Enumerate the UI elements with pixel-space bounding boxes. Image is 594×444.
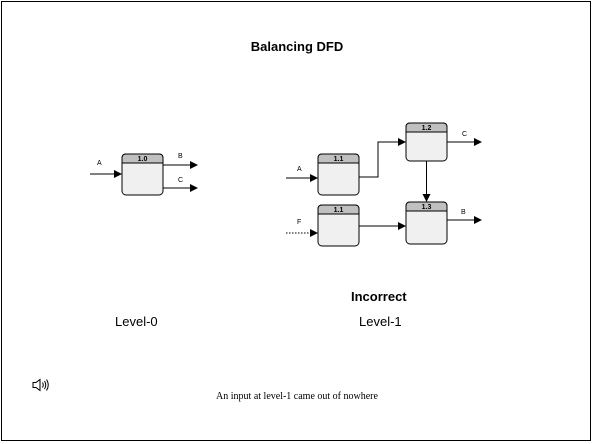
- level1-process-1-1-bottom: 1.1: [317, 204, 360, 247]
- level0-flow-a: A: [90, 160, 122, 178]
- level1-flow-f: F: [286, 219, 318, 237]
- flow-label-f: F: [297, 219, 301, 226]
- flow-label-b: B: [178, 153, 183, 160]
- level0-process-1-0: 1.0: [121, 153, 164, 196]
- level1-caption: Level-1: [359, 314, 402, 329]
- flow-label-c: C: [178, 177, 183, 184]
- level1-process-1-1-top: 1.1: [317, 153, 360, 196]
- level1-process-1-3: 1.3: [405, 201, 448, 245]
- level0-flow-b: B: [163, 153, 198, 169]
- slide-title: Balancing DFD: [250, 39, 344, 54]
- process-id-1-1-top: 1.1: [334, 156, 344, 163]
- level0-flow-c: C: [163, 177, 198, 192]
- level1-flow-c: C: [447, 131, 482, 146]
- flow-label-a: A: [97, 160, 102, 167]
- flow-label-c-level1: C: [462, 131, 467, 138]
- process-id-1-0: 1.0: [138, 156, 148, 163]
- speaker-sound-icon[interactable]: [32, 378, 50, 392]
- process-id-1-1-bottom: 1.1: [334, 207, 344, 214]
- process-id-1-2: 1.2: [422, 125, 432, 132]
- flow-label-b-level1: B: [461, 209, 466, 216]
- level1-process-1-2: 1.2: [405, 122, 448, 162]
- level1-flow-b: B: [447, 209, 482, 224]
- level1-verdict: Incorrect: [351, 289, 407, 304]
- flow-label-a-level1: A: [297, 166, 302, 173]
- process-id-1-3: 1.3: [422, 204, 432, 211]
- level0-caption: Level-0: [115, 314, 158, 329]
- level1-flow-1-1-to-1-2: [359, 138, 406, 178]
- level1-flow-a: A: [286, 166, 318, 182]
- slide-note: An input at level-1 came out of nowhere: [216, 391, 378, 402]
